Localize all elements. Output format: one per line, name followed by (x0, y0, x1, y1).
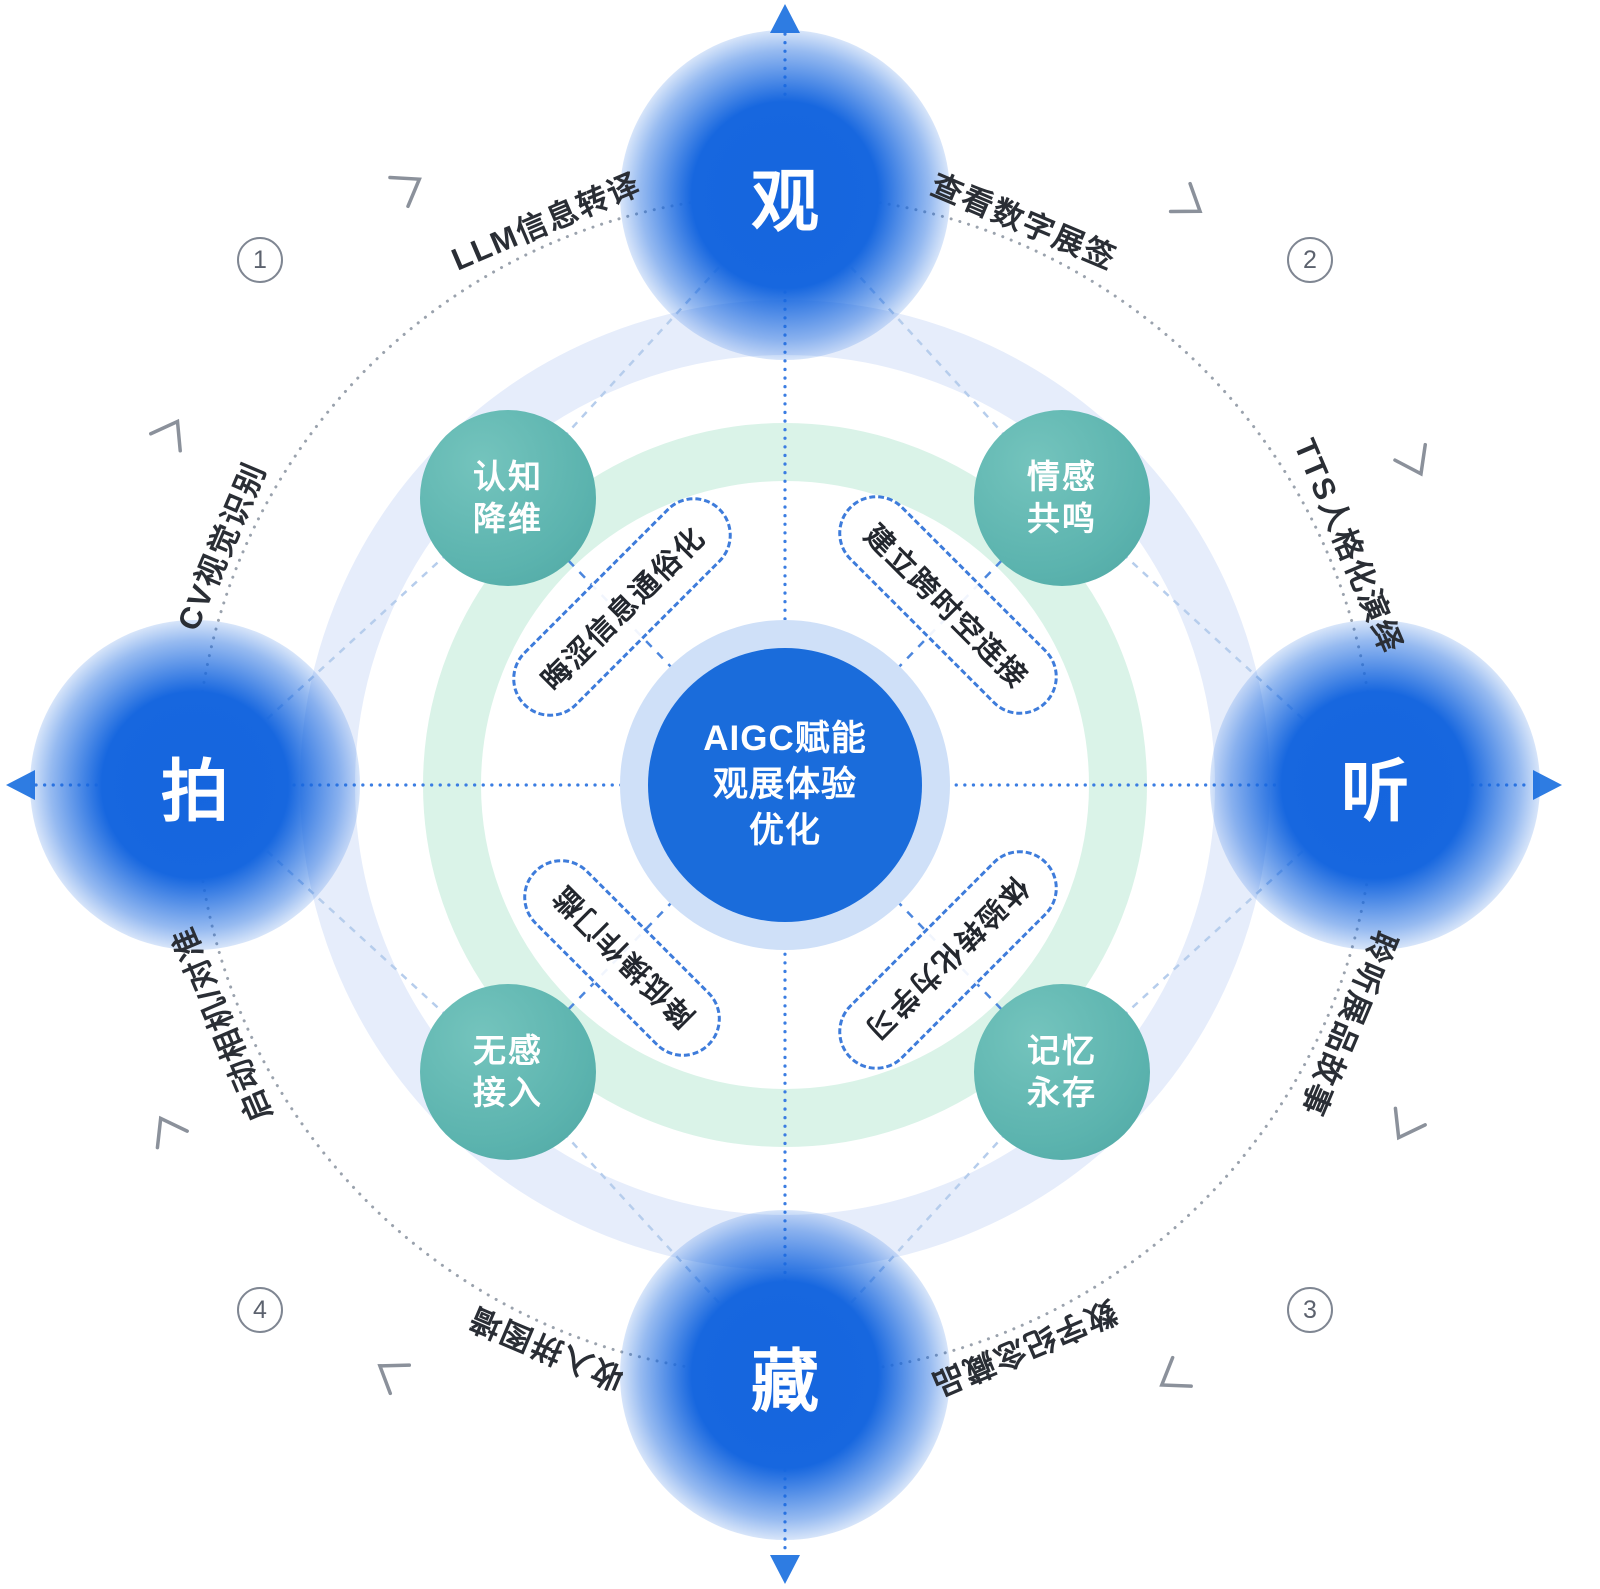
center-title-circle: AIGC赋能 观展体验 优化 (648, 648, 922, 922)
node-collect: 藏 (620, 1210, 950, 1540)
feature-line: 降维 (473, 500, 543, 537)
feature-line: 共鸣 (1027, 500, 1097, 537)
step-badge-4: 4 (237, 1287, 283, 1333)
feature-circle-emotion: 情感 共鸣 (974, 410, 1150, 586)
feature-line: 接入 (473, 1074, 543, 1111)
feature-circle-seamless: 无感 接入 (420, 984, 596, 1160)
feature-line: 记忆 (1027, 1031, 1097, 1069)
node-view-label: 观 (750, 163, 819, 240)
node-shoot-label: 拍 (160, 753, 229, 830)
node-listen-label: 听 (1340, 753, 1409, 830)
step-badge-3-number: 3 (1303, 1295, 1317, 1324)
feature-line: 无感 (473, 1031, 543, 1069)
center-title-line: 观展体验 (712, 764, 857, 804)
chevron-icon (149, 175, 1427, 1396)
step-badge-1-number: 1 (253, 245, 267, 274)
node-listen: 听 (1210, 620, 1540, 950)
step-badge-2: 2 (1287, 237, 1333, 283)
center-title-line: 优化 (748, 811, 821, 851)
step-badge-1: 1 (237, 237, 283, 283)
step-badge-2-number: 2 (1303, 245, 1317, 274)
node-view: 观 (620, 30, 950, 360)
arrow-triangle-icon (6, 4, 1562, 1584)
feature-line: 认知 (473, 457, 543, 495)
step-badge-3: 3 (1287, 1287, 1333, 1333)
node-shoot: 拍 (30, 620, 360, 950)
feature-line: 永存 (1027, 1074, 1097, 1111)
feature-circle-memory: 记忆 永存 (974, 984, 1150, 1160)
node-collect-label: 藏 (750, 1343, 819, 1420)
feature-line: 情感 (1027, 457, 1097, 495)
step-badge-4-number: 4 (253, 1295, 267, 1324)
center-title-line: AIGC赋能 (703, 718, 867, 758)
feature-circle-cognitive: 认知 降维 (420, 410, 596, 586)
